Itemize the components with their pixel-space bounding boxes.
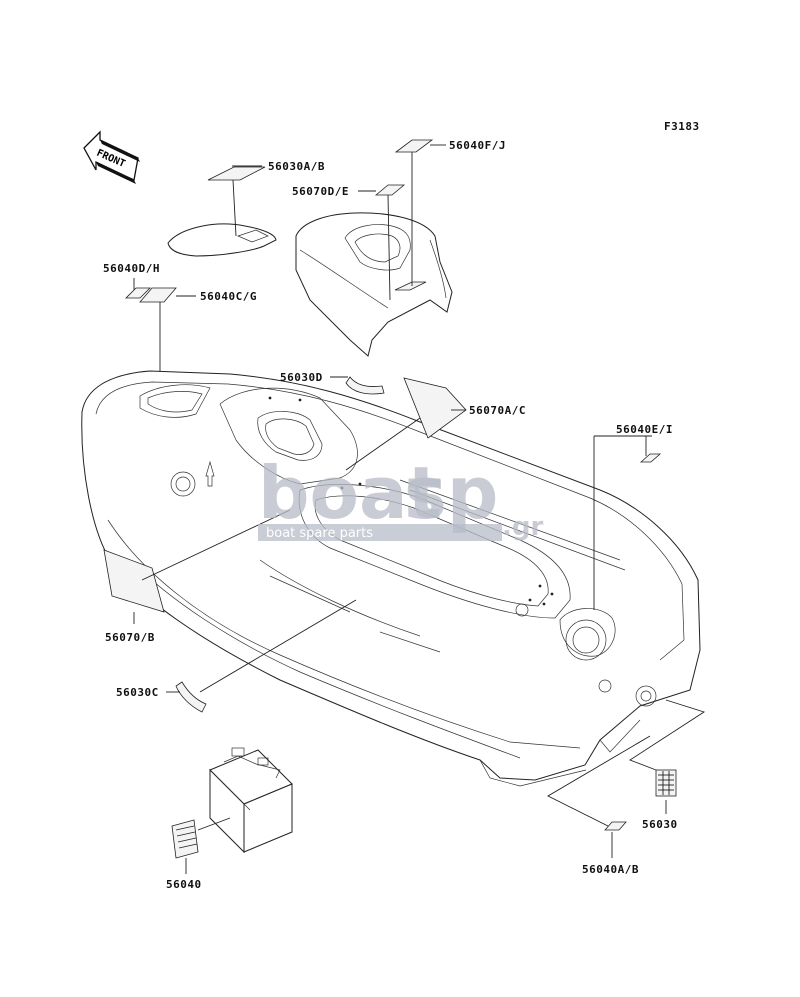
label-56070AC: 56070A/C — [469, 404, 526, 417]
decal-56030AB — [207, 166, 266, 181]
label-56040AB: 56040A/B — [582, 863, 639, 876]
label-56030C: 56030C — [116, 686, 159, 699]
decal-56030 — [655, 769, 677, 797]
figure-code: F3183 — [664, 120, 700, 133]
label-56040: 56040 — [166, 878, 202, 891]
label-56040EI: 56040E/I — [616, 423, 673, 436]
decal-56040EI — [639, 453, 662, 463]
label-56030: 56030 — [642, 818, 678, 831]
decal-56030C — [175, 681, 207, 713]
watermark-tagline: boat spare parts — [266, 526, 373, 541]
watermark-tld: .gr — [502, 512, 543, 542]
label-56030AB: 56030A/B — [268, 160, 325, 173]
decal-56040AB — [604, 821, 627, 831]
front-arrow-icon: FRONT — [83, 130, 140, 184]
label-56070DE: 56070D/E — [292, 185, 349, 198]
label-56030D: 56030D — [280, 371, 323, 384]
label-56070B: 56070/B — [105, 631, 155, 644]
decal-56040DH — [125, 287, 177, 303]
watermark-brand-left: boat — [258, 451, 442, 535]
hood-part — [295, 212, 453, 357]
watermark: boat sp .gr boat spare parts — [258, 451, 543, 542]
battery-part — [209, 747, 293, 854]
label-56040FJ: 56040F/J — [449, 139, 506, 152]
hull-part — [81, 370, 701, 787]
decal-56040 — [171, 819, 199, 859]
decal-56040FJ — [394, 139, 434, 153]
decal-56070B — [103, 549, 165, 613]
watermark-brand-right: sp — [404, 451, 498, 535]
label-56040DH: 56040D/H — [103, 262, 160, 275]
decal-56030D — [345, 376, 385, 395]
decal-56070DE — [374, 184, 406, 196]
label-56040CG: 56040C/G — [200, 290, 257, 303]
seat-cover-part — [167, 223, 277, 257]
